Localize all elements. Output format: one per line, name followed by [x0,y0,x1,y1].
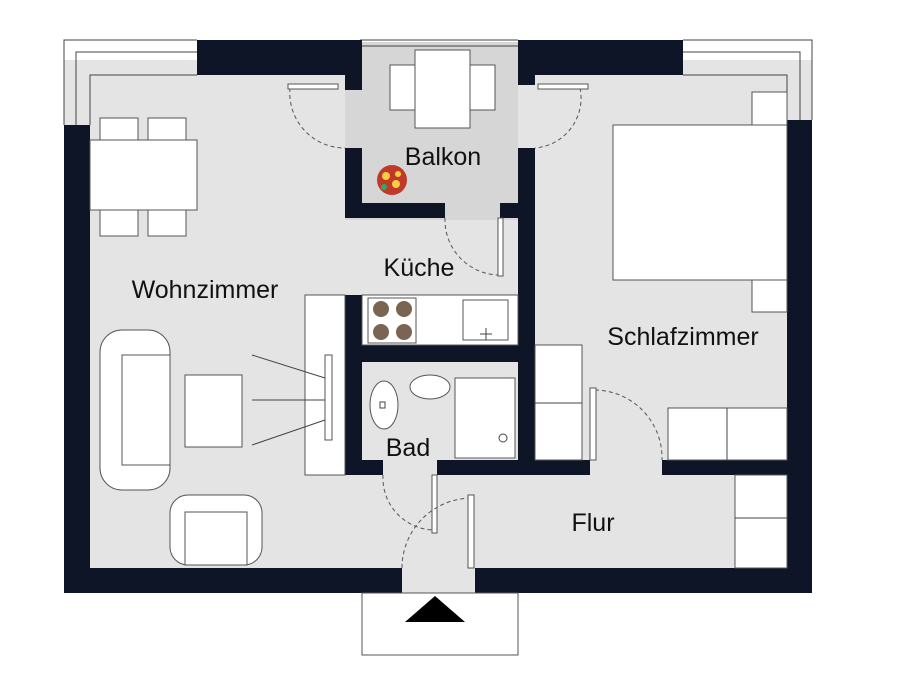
room-label-kueche: Küche [384,254,455,282]
flower-pot-icon [377,165,407,195]
doors [287,83,663,569]
armchair [169,494,263,566]
coffee-table [184,374,243,448]
kitchen-counter [361,294,519,346]
hallway-closet [734,474,788,569]
room-label-flur: Flur [571,509,614,537]
dining-set [89,117,198,237]
bathroom-fixtures [369,374,516,459]
entrance-arrow-icon [405,596,465,622]
wardrobe [534,344,583,461]
room-label-balkon: Balkon [405,143,481,171]
sofa [99,329,171,491]
window-frames [63,39,813,125]
bed [612,91,788,313]
room-label-schlafzimmer: Schlafzimmer [607,323,758,351]
tv-cabinet [251,294,346,476]
sideboard [667,407,788,461]
balcony-table [389,49,496,129]
room-label-bad: Bad [386,434,430,462]
walls [64,40,812,593]
room-label-wohnzimmer: Wohnzimmer [132,276,279,304]
